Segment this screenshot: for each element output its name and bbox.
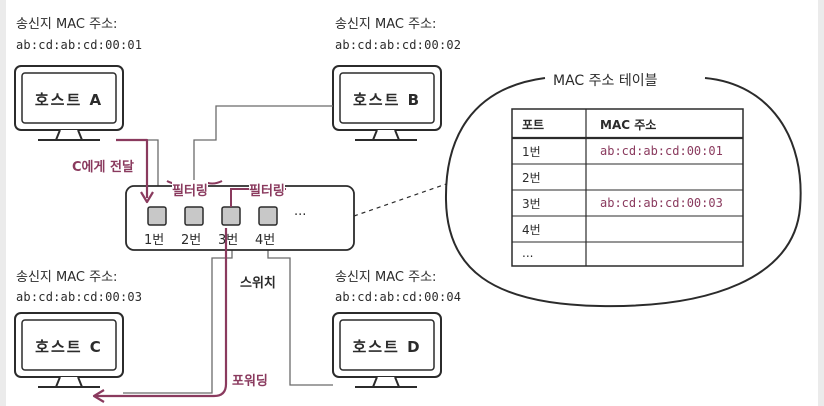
switch-label: 스위치 — [240, 276, 276, 291]
host-a-monitor — [14, 65, 124, 141]
annotation-filter-1: 필터링 — [172, 180, 208, 199]
annotation-filter-2: 필터링 — [249, 180, 285, 199]
frame-path-in — [116, 138, 149, 198]
switch-port-1-label: 1번 — [144, 233, 165, 248]
mac-table-row-3-port: 3번 — [522, 197, 541, 211]
annotation-to-c: C에게 전달 — [72, 160, 134, 175]
host-d-mac-caption: 송신지 MAC 주소: — [335, 270, 437, 285]
host-b-mac-caption: 송신지 MAC 주소: — [335, 17, 437, 32]
mac-table-row-1-mac: ab:cd:ab:cd:00:01 — [600, 144, 723, 158]
host-c-mac-address: ab:cd:ab:cd:00:03 — [16, 290, 143, 304]
switch-port-2 — [184, 206, 204, 226]
table-connector — [353, 181, 453, 217]
host-d-monitor — [332, 312, 442, 388]
mac-table-row-3-mac: ab:cd:ab:cd:00:03 — [600, 196, 723, 210]
mac-table-title: MAC 주소 테이블 — [548, 70, 663, 90]
host-d-mac-address: ab:cd:ab:cd:00:04 — [335, 290, 462, 304]
switch-port-3 — [221, 206, 241, 226]
switch-port-4-label: 4번 — [255, 233, 276, 248]
switch-port-2-label: 2번 — [181, 233, 202, 248]
mac-table-row-2-port: 2번 — [522, 171, 541, 185]
annotation-forward: 포워딩 — [232, 374, 268, 389]
frame-path-forward — [96, 228, 228, 398]
switch-port-1 — [147, 206, 167, 226]
cable-host-b — [193, 105, 333, 206]
mac-table-header-mac: MAC 주소 — [600, 118, 657, 132]
host-b-label: 호스트 B — [352, 91, 422, 109]
mac-table-bubble — [444, 77, 802, 308]
host-d-label: 호스트 D — [352, 338, 422, 356]
host-a-mac-caption: 송신지 MAC 주소: — [16, 17, 118, 32]
switch-port-3-label: 3번 — [218, 233, 239, 248]
host-c-monitor — [14, 312, 124, 388]
switch-more-ports: ... — [294, 204, 307, 219]
frame-arrowhead-in — [140, 191, 154, 204]
host-a-label: 호스트 A — [34, 91, 104, 109]
host-a-mac-address: ab:cd:ab:cd:00:01 — [16, 38, 143, 52]
switch-port-4 — [258, 206, 278, 226]
mac-table-row-1-port: 1번 — [522, 145, 541, 159]
mac-table-grid — [511, 108, 744, 267]
mac-table-row-4-port: 4번 — [522, 223, 541, 237]
frame-arrowhead-out — [92, 389, 105, 403]
mac-table-header-port: 포트 — [522, 118, 545, 132]
host-c-label: 호스트 C — [35, 338, 103, 356]
host-b-mac-address: ab:cd:ab:cd:00:02 — [335, 38, 462, 52]
host-c-mac-caption: 송신지 MAC 주소: — [16, 270, 118, 285]
mac-table-row-5-port: ... — [522, 246, 534, 260]
host-b-monitor — [332, 65, 442, 141]
